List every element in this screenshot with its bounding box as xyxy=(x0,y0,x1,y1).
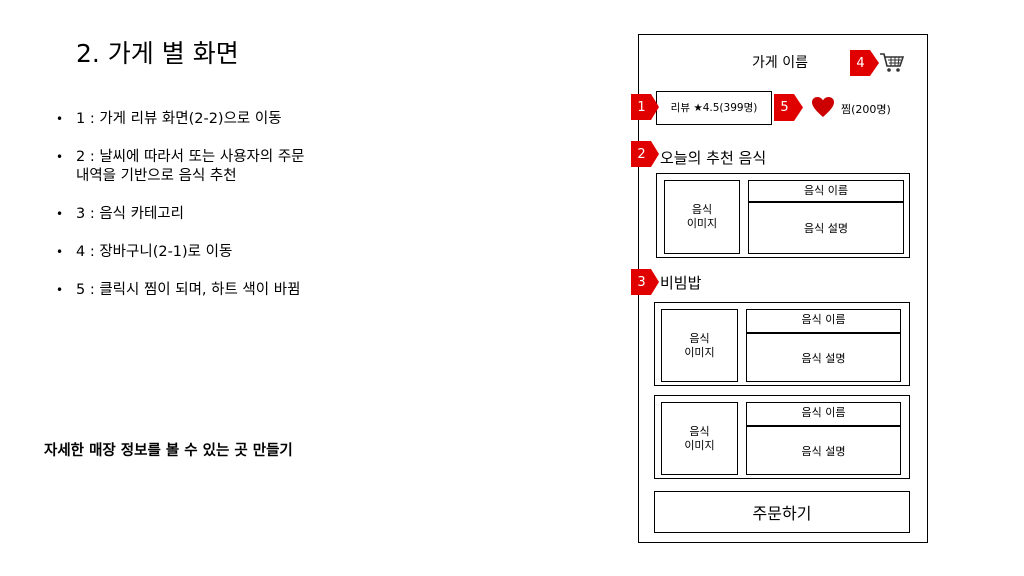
cart-icon[interactable] xyxy=(879,52,905,74)
callout-marker-4: 4 xyxy=(850,50,879,76)
annotation-item: 5 : 클릭시 찜이 되며, 하트 색이 바뀜 xyxy=(56,281,436,300)
order-button[interactable]: 주문하기 xyxy=(654,491,910,533)
food-card[interactable] xyxy=(654,302,910,386)
callout-marker-2: 2 xyxy=(631,141,659,167)
callout-marker-5: 5 xyxy=(774,94,803,121)
category-section-title: 비빔밥 xyxy=(660,274,702,292)
food-image: 음식 이미지 xyxy=(664,180,740,254)
food-card[interactable] xyxy=(654,395,910,479)
annotation-item: 3 : 음식 카테고리 xyxy=(56,205,436,224)
annotation-item: 1 : 가게 리뷰 화면(2-2)으로 이동 xyxy=(56,110,436,129)
slide-title: 2. 가게 별 화면 xyxy=(76,39,239,68)
food-description: 음식 설명 xyxy=(748,202,904,254)
review-button[interactable]: 리뷰 ★4.5(399명) xyxy=(656,91,772,125)
food-name: 음식 이름 xyxy=(746,402,901,426)
store-name: 가게 이름 xyxy=(752,55,808,71)
food-name: 음식 이름 xyxy=(746,309,901,333)
food-description: 음식 설명 xyxy=(746,426,901,475)
callout-marker-1: 1 xyxy=(631,94,659,120)
annotation-item: 4 : 장바구니(2-1)로 이동 xyxy=(56,243,436,262)
recommend-food-card[interactable] xyxy=(656,173,910,258)
heart-icon[interactable] xyxy=(811,96,835,118)
footer-note: 자세한 매장 정보를 볼 수 있는 곳 만들기 xyxy=(44,443,293,459)
recommend-section-title: 오늘의 추천 음식 xyxy=(660,149,767,167)
food-description: 음식 설명 xyxy=(746,333,901,382)
annotation-list: 1 : 가게 리뷰 화면(2-2)으로 이동 2 : 날씨에 따라서 또는 사용… xyxy=(56,110,436,319)
annotation-item: 2 : 날씨에 따라서 또는 사용자의 주문 내역을 기반으로 음식 추천 xyxy=(56,148,436,186)
callout-marker-3: 3 xyxy=(631,269,659,295)
food-name: 음식 이름 xyxy=(748,180,904,202)
zzim-count: 찜(200명) xyxy=(841,103,891,116)
food-image: 음식 이미지 xyxy=(661,309,738,382)
food-image: 음식 이미지 xyxy=(661,402,738,475)
